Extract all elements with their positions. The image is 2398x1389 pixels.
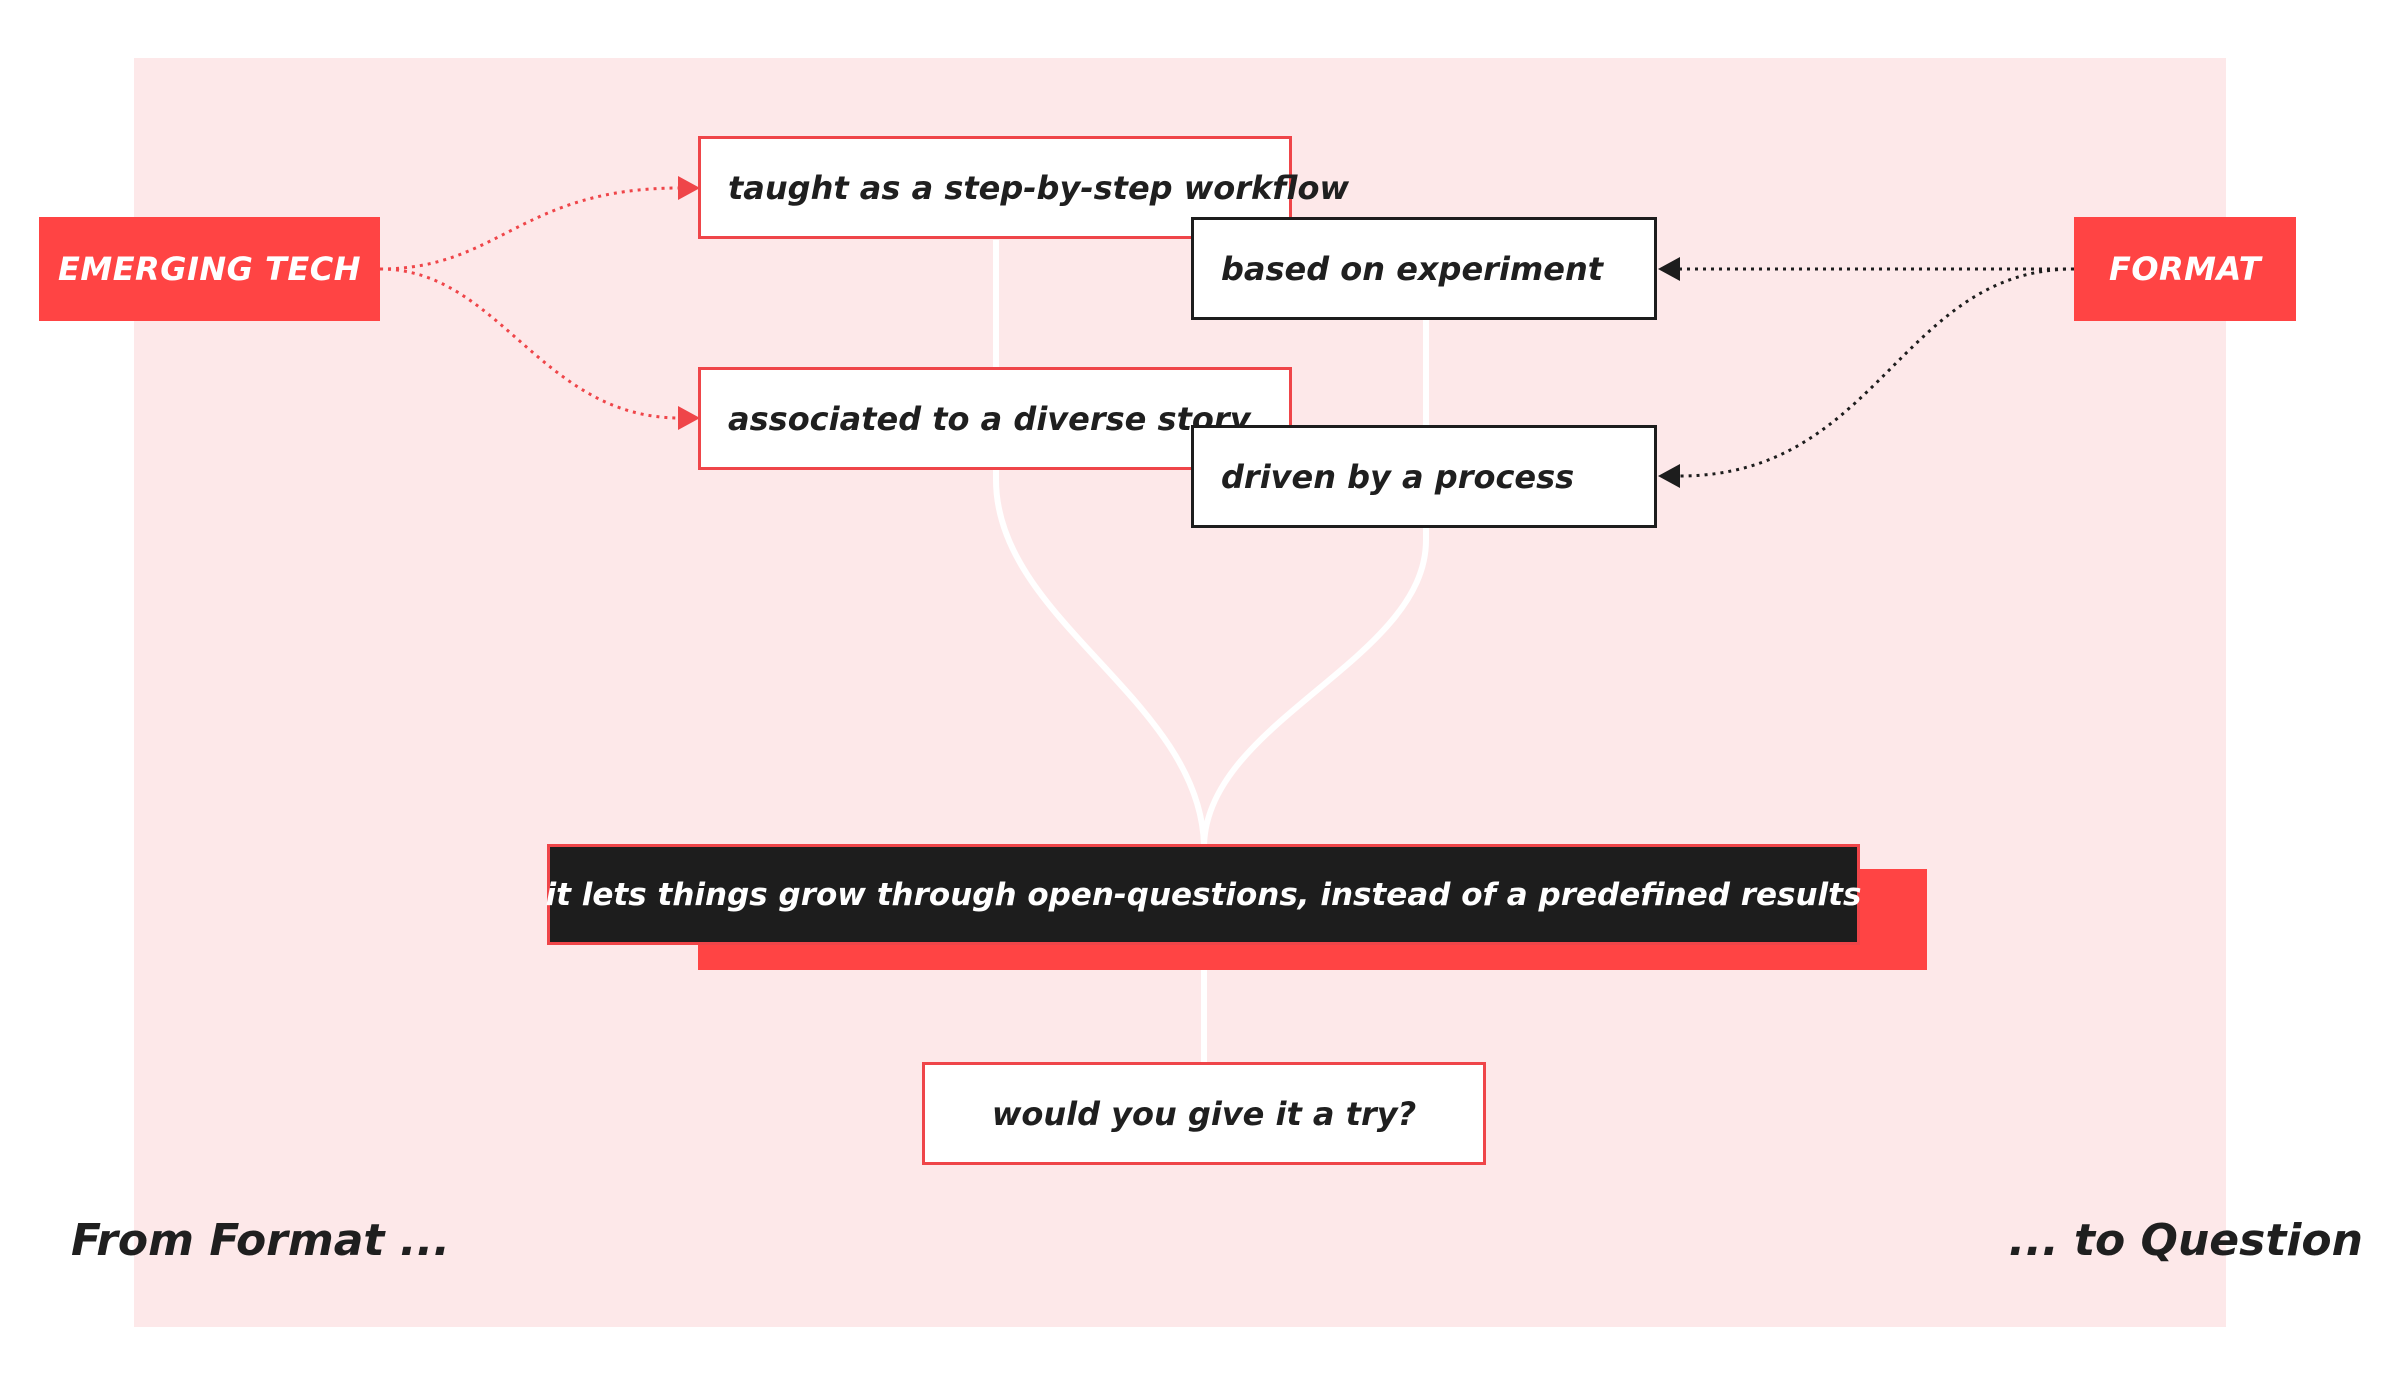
workflow-box: taught as a step-by-step workflow (698, 136, 1349, 239)
arrowheadexperiment (1658, 257, 1680, 281)
experiment-box: based on experiment (1191, 217, 1657, 320)
caption-to-question: ... to Question (2008, 1215, 2363, 1266)
arrowhead-story (678, 406, 700, 430)
process-box: driven by a process (1191, 425, 1657, 528)
arrowhead-workflow (678, 176, 700, 200)
flow-line-right (1201, 320, 1429, 846)
emerging-tech-tag: EMERGING TECH (39, 217, 380, 321)
format-tag: FORMAT (2074, 217, 2296, 321)
arrowhead-process (1658, 464, 1680, 488)
question-box: would you give it a try? (922, 1062, 1486, 1165)
arrow-emerging-to-story (379, 267, 681, 420)
arrow-emerging-to-workflow (379, 186, 681, 271)
arrow-format-to-process (1679, 267, 2075, 478)
result-box: it lets things grow through open-questio… (546, 844, 1861, 945)
flow-line-left (993, 240, 1207, 846)
caption-from-format: From Format ... (71, 1215, 450, 1266)
